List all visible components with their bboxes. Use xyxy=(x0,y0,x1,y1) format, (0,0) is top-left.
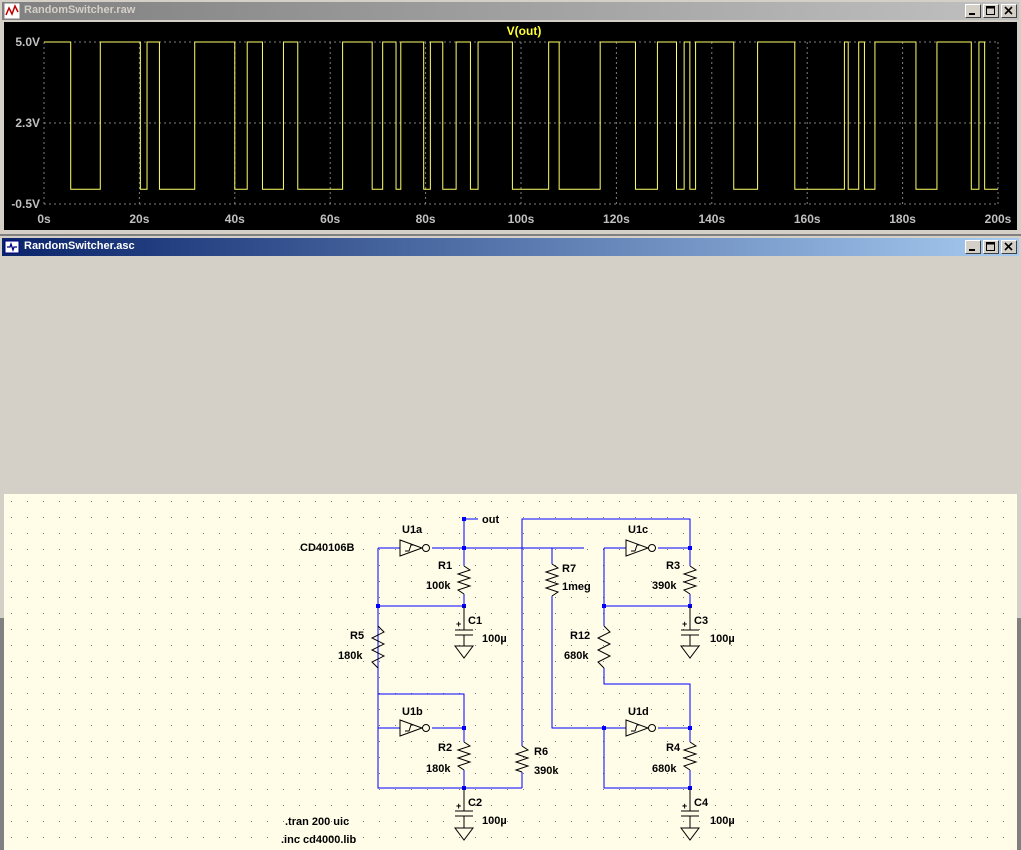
polarity-c3: + xyxy=(682,619,687,629)
maximize-icon xyxy=(986,6,995,15)
inverter-u1a[interactable] xyxy=(399,539,430,557)
label-u1b[interactable]: U1b xyxy=(402,706,423,718)
label-c2[interactable]: C2 xyxy=(468,797,482,809)
waveform-app-icon xyxy=(4,3,20,19)
schematic-window: RandomSwitcher.asc xyxy=(0,236,1021,850)
minimize-button[interactable] xyxy=(965,4,981,18)
x-tick-label: 80s xyxy=(416,212,436,226)
axis-ticks: 0s 20s 40s 60s 80s 100s 120s 140s 160s 180s 200s 5.… xyxy=(11,35,1011,226)
resistor-r1 xyxy=(456,565,472,595)
schematic-canvas[interactable]: out CD40106B U1a U1b U1c U1d R1 100k R2 … xyxy=(4,494,1017,850)
close-icon xyxy=(1004,242,1013,251)
value-c2[interactable]: 100µ xyxy=(482,815,507,827)
value-r1[interactable]: 100k xyxy=(426,580,451,592)
vout-trace[interactable] xyxy=(44,41,998,190)
maximize-icon xyxy=(986,242,995,251)
x-tick-label: 200s xyxy=(985,212,1012,226)
label-u1c[interactable]: U1c xyxy=(628,524,648,536)
value-r6[interactable]: 390k xyxy=(534,765,559,777)
x-tick-label: 100s xyxy=(508,212,535,226)
label-r3[interactable]: R3 xyxy=(666,560,680,572)
polarity-c2: + xyxy=(456,801,461,811)
label-c3[interactable]: C3 xyxy=(694,615,708,627)
waveform-window: RandomSwitcher.raw 0s 20s 40s 60s 80s 100s 120… xyxy=(0,0,1021,234)
spice-directive-tran[interactable]: .tran 200 uic xyxy=(285,816,349,828)
x-tick-label: 140s xyxy=(698,212,725,226)
value-r12[interactable]: 680k xyxy=(564,650,589,662)
value-c4[interactable]: 100µ xyxy=(710,815,735,827)
maximize-button[interactable] xyxy=(983,4,999,18)
grid-dots xyxy=(4,494,1017,850)
schematic-svg[interactable]: out CD40106B U1a U1b U1c U1d R1 100k R2 … xyxy=(4,494,1017,850)
trace-label[interactable]: V(out) xyxy=(507,24,542,38)
resistor-r3 xyxy=(682,565,698,595)
label-r12[interactable]: R12 xyxy=(570,630,590,642)
minimize-icon xyxy=(969,249,975,251)
grid-lines xyxy=(43,41,999,205)
y-tick-label: 5.0V xyxy=(15,35,40,49)
x-tick-label: 160s xyxy=(794,212,821,226)
maximize-button[interactable] xyxy=(983,240,999,254)
close-button[interactable] xyxy=(1001,240,1017,254)
x-tick-label: 60s xyxy=(320,212,340,226)
minimize-button[interactable] xyxy=(965,240,981,254)
label-r1[interactable]: R1 xyxy=(438,560,452,572)
part-number-label[interactable]: CD40106B xyxy=(300,542,354,554)
x-tick-label: 180s xyxy=(889,212,916,226)
value-c3[interactable]: 100µ xyxy=(710,633,735,645)
schematic-titlebar[interactable]: RandomSwitcher.asc xyxy=(2,238,1019,256)
x-tick-label: 40s xyxy=(225,212,245,226)
label-c4[interactable]: C4 xyxy=(694,797,709,809)
label-r7[interactable]: R7 xyxy=(562,563,576,575)
value-c1[interactable]: 100µ xyxy=(482,633,507,645)
close-icon xyxy=(1004,6,1013,15)
label-u1a[interactable]: U1a xyxy=(402,524,423,536)
y-tick-label: -0.5V xyxy=(11,197,40,211)
schematic-app-icon xyxy=(4,240,20,254)
minimize-icon xyxy=(969,13,975,15)
net-label-out[interactable]: out xyxy=(482,514,499,526)
polarity-c4: + xyxy=(682,801,687,811)
inverter-u1c[interactable] xyxy=(625,539,656,557)
label-r4[interactable]: R4 xyxy=(666,742,681,754)
x-tick-label: 0s xyxy=(37,212,51,226)
label-r5[interactable]: R5 xyxy=(350,630,364,642)
label-u1d[interactable]: U1d xyxy=(628,706,649,718)
resistor-r7 xyxy=(544,563,560,597)
close-button[interactable] xyxy=(1001,4,1017,18)
polarity-c1: + xyxy=(456,619,461,629)
waveform-plot[interactable]: 0s 20s 40s 60s 80s 100s 120s 140s 160s 180s 200s 5.… xyxy=(4,22,1017,230)
value-r5[interactable]: 180k xyxy=(338,650,363,662)
waveform-window-title: RandomSwitcher.raw xyxy=(24,4,136,16)
label-c1[interactable]: C1 xyxy=(468,615,482,627)
waveform-plot-svg[interactable]: 0s 20s 40s 60s 80s 100s 120s 140s 160s 180s 200s 5.… xyxy=(4,22,1017,230)
value-r3[interactable]: 390k xyxy=(652,580,677,592)
label-r6[interactable]: R6 xyxy=(534,746,548,758)
waveform-titlebar[interactable]: RandomSwitcher.raw xyxy=(2,2,1019,20)
value-r7[interactable]: 1meg xyxy=(562,581,591,593)
x-tick-label: 20s xyxy=(129,212,149,226)
y-tick-label: 2.3V xyxy=(15,116,40,130)
schematic-window-title: RandomSwitcher.asc xyxy=(24,240,135,252)
spice-directive-inc[interactable]: .inc cd4000.lib xyxy=(281,834,356,846)
value-r2[interactable]: 180k xyxy=(426,763,451,775)
x-tick-label: 120s xyxy=(603,212,630,226)
value-r4[interactable]: 680k xyxy=(652,763,677,775)
label-r2[interactable]: R2 xyxy=(438,742,452,754)
